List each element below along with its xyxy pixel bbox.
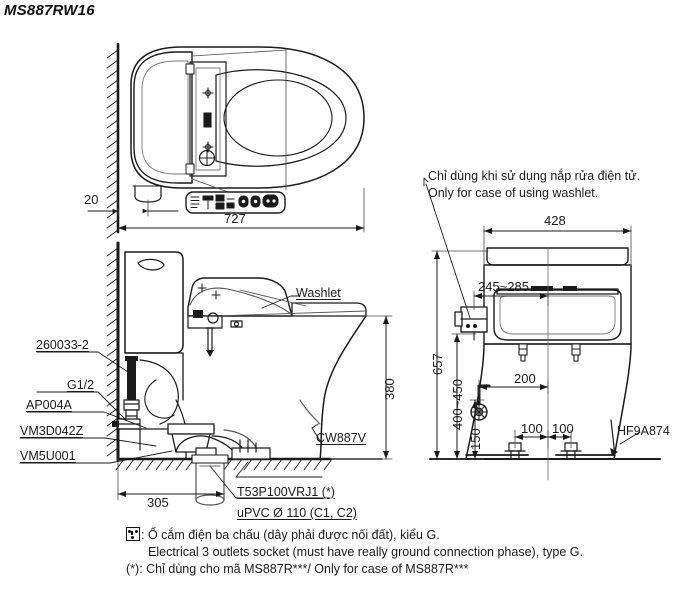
legend-socket-text-en: Electrical 3 outlets socket (must have r… [148, 544, 583, 559]
dimension-supply-height: 150 [468, 428, 483, 450]
callout-hf9a874: HF9A874 [617, 424, 670, 438]
electrical-socket-icon [126, 527, 140, 541]
washlet-note-vi: Chỉ dùng khi sử dụng nắp rửa điện tử. [428, 169, 641, 183]
front-view-graphic [423, 177, 661, 481]
dimension-socket-height: 400~450 [450, 379, 465, 430]
dimension-overall-height: 657 [430, 353, 445, 375]
dimension-rough-in: 305 [147, 495, 169, 510]
callout-g12: G1/2 [67, 378, 95, 392]
legend-socket-row: : Ổ cắm điện ba chấu (dây phải được nối … [126, 527, 583, 544]
washlet-note-en: Only for case of using washlet. [428, 185, 599, 200]
callout-ap004a: AP004A [26, 398, 72, 412]
callout-upvc-pipe: uPVC Ø 110 (C1, C2) [237, 506, 357, 520]
dimension-socket-offset: 245~285 [478, 279, 529, 294]
top-view-graphic [87, 42, 365, 239]
page-title: MS887RW16 [4, 2, 95, 19]
legend-notes: : Ổ cắm điện ba chấu (dây phải được nối … [126, 527, 583, 577]
legend-asterisk-text: (*): Chỉ dùng cho mã MS887R***/ Only for… [126, 561, 469, 576]
dimension-bowl-height: 380 [382, 378, 397, 400]
dimension-overall-width: 428 [544, 213, 566, 228]
legend-socket-text-vi: : Ổ cắm điện ba chấu (dây phải được nối … [141, 528, 440, 542]
callout-t53p100vrj1: T53P100VRJ1 (*) [237, 485, 335, 499]
dimension-bolt-left: 100 [521, 421, 543, 436]
callout-cw887v: CW887V [316, 431, 367, 445]
callout-washlet: Washlet [296, 286, 341, 300]
dimension-overall-depth: 727 [224, 211, 246, 226]
callout-260033-2: 260033-2 [36, 338, 89, 352]
washlet-note: Chỉ dùng khi sử dụng nắp rửa điện tử. On… [428, 168, 640, 202]
dimension-bolt-right: 100 [552, 421, 574, 436]
callout-vm3d042z: VM3D042Z [20, 424, 84, 438]
dimension-supply-offset: 200 [514, 371, 536, 386]
callout-vm5u001: VM5U001 [20, 449, 76, 463]
side-view-graphic [19, 241, 393, 506]
dimension-wall-gap: 20 [84, 192, 99, 207]
